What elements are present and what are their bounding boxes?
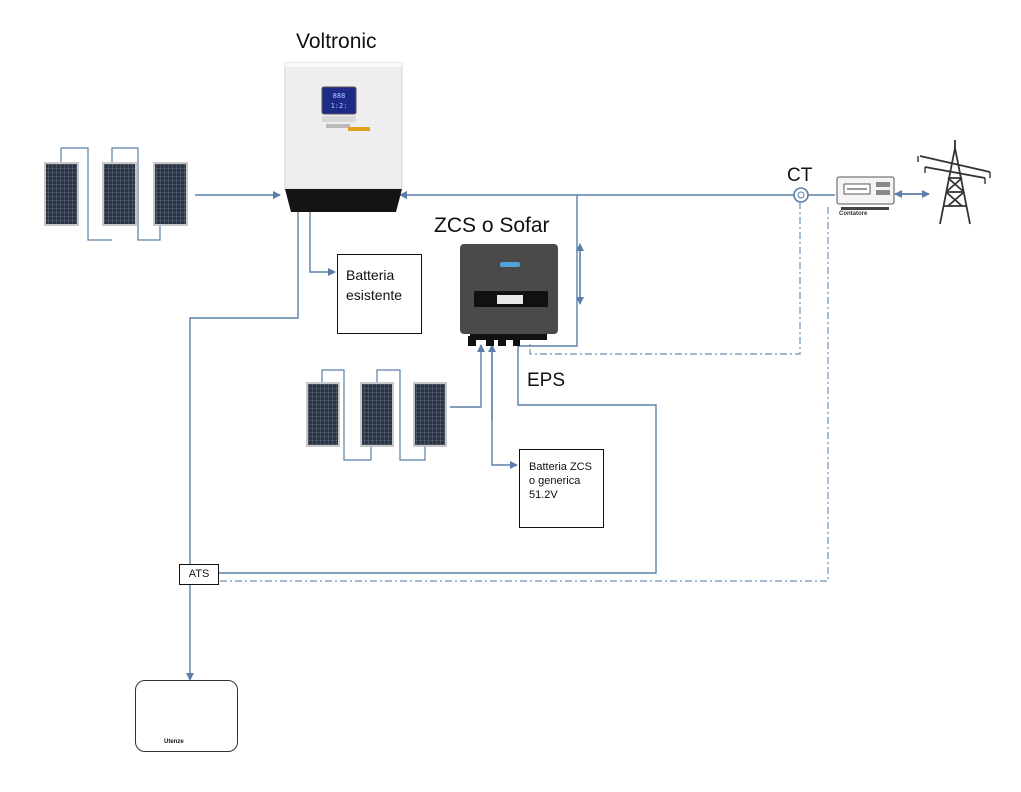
svg-text:888: 888 [333, 92, 346, 100]
solid-wires [186, 190, 930, 681]
wire-zcs-to-battery [491, 345, 518, 469]
voltronic-label: Voltronic [296, 30, 377, 53]
wire-ct-to-zcs [529, 202, 801, 355]
solar-panel-group-2 [306, 369, 447, 461]
wire-voltronic-to-battery [309, 212, 336, 276]
existing-battery-line2: esistente [346, 287, 403, 303]
voltronic-inverter: 888 1:2: [284, 62, 403, 212]
solar-panel-group-1 [44, 147, 188, 241]
zcs-battery-line2: o generica [529, 475, 581, 487]
zcs-sofar-label: ZCS o Sofar [434, 214, 550, 237]
existing-battery-box: Batteria esistente [337, 254, 422, 334]
zcs-battery-line1: Batteria ZCS [529, 461, 592, 473]
existing-battery-line1: Batteria [346, 267, 395, 283]
ct-label: CT [787, 165, 813, 186]
zcs-battery-box: Batteria ZCS o generica 51.2V [519, 449, 604, 528]
meter-caption: Contatore [839, 211, 868, 217]
svg-text:1:2:: 1:2: [331, 102, 348, 110]
eps-label: EPS [527, 370, 566, 391]
ats-box: ATS [179, 564, 219, 585]
loads-caption: Utenze [164, 739, 184, 745]
solar-panel-icon [360, 382, 394, 447]
voltronic-display [321, 86, 357, 115]
ct-clamp-icon [793, 187, 809, 203]
wire-meter-to-ats [219, 207, 829, 582]
solar-panel-icon [306, 382, 340, 447]
solar-panel-icon [153, 162, 188, 226]
energy-meter-icon [836, 176, 895, 210]
zcs-battery-line3: 51.2V [529, 489, 558, 501]
solar-panel-icon [44, 162, 79, 226]
solar-panel-icon [413, 382, 447, 447]
solar-panel-icon [102, 162, 137, 226]
signal-wires [219, 202, 829, 582]
loads-frame [135, 680, 238, 752]
wire-eps-to-ats [219, 345, 657, 574]
wire-pv2-to-zcs [450, 344, 485, 408]
zcs-inverter [460, 244, 558, 346]
power-pylon-icon [917, 140, 991, 225]
wire-voltronic-to-ats [189, 212, 299, 564]
